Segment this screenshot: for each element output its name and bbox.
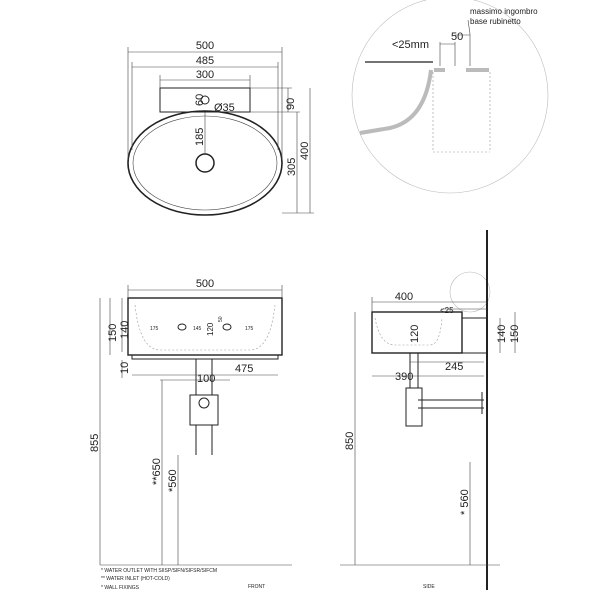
dim-850: 850 (344, 432, 356, 450)
notes: * WATER OUTLET WITH SIISP/SIFN/SIFSR/SIF… (101, 568, 217, 591)
dim-150: 150 (107, 324, 119, 342)
dim-50: 50 (218, 316, 224, 322)
note-water-outlet: * WATER OUTLET WITH SIISP/SIFN/SIFSR/SIF… (101, 568, 217, 574)
front-label: FRONT (248, 584, 265, 590)
dim-140: 140 (496, 325, 508, 343)
dim-300: 300 (196, 69, 214, 81)
basin-outline (127, 110, 283, 216)
dim-120: 120 (206, 322, 215, 336)
top-view: 500 485 300 60 Ø35 90 185 305 400 (127, 40, 314, 216)
dim-560: *560 (167, 469, 179, 492)
dim-500: 500 (196, 278, 214, 290)
note-base: base rubinetto (470, 17, 521, 26)
dim-150: 150 (509, 325, 521, 343)
note-wall-fixings: * WALL FIXINGS (101, 585, 140, 591)
dim-145: 145 (193, 326, 202, 332)
dim-175-left: 175 (150, 326, 159, 332)
dim-120: 120 (409, 325, 421, 343)
front-view: 500 175 145 120 50 175 150 140 10 475 10… (89, 278, 292, 590)
dim-25: <25 (440, 306, 454, 315)
dim-90: 90 (285, 98, 297, 110)
dim-500: 500 (196, 40, 214, 52)
side-label: SIDE (423, 584, 435, 590)
dim-560: * 560 (459, 489, 471, 515)
dim-400: 400 (395, 291, 413, 303)
detail-circle (351, 0, 549, 194)
dim-175-right: 175 (245, 326, 254, 332)
note-massimo: massimo ingombro (470, 7, 538, 16)
dim-10: 10 (119, 362, 131, 374)
side-view: 400 <25 120 140 150 245 390 850 * 560 SI… (340, 230, 521, 590)
dim-35: Ø35 (214, 102, 235, 114)
dim-245: 245 (445, 361, 463, 373)
dim-485: 485 (196, 55, 214, 67)
drain-icon (195, 153, 215, 173)
dim-650: **650 (151, 458, 163, 485)
detail-marker (449, 271, 491, 313)
dim-390: 390 (395, 371, 413, 383)
dim-475: 475 (235, 363, 253, 375)
dim-100: 100 (197, 373, 215, 385)
dim-185: 185 (194, 128, 206, 146)
dim-305: 305 (286, 158, 298, 176)
dim-140: 140 (119, 321, 131, 339)
dim-855: 855 (89, 434, 101, 452)
dim-400: 400 (299, 142, 311, 160)
tap-hole (200, 95, 210, 105)
dim-60: 60 (194, 94, 206, 106)
dim-25mm: <25mm (392, 39, 429, 51)
note-water-inlet: ** WATER INLET (HOT-COLD) (101, 576, 170, 582)
dim-50: 50 (451, 31, 463, 43)
detail-view: massimo ingombro base rubinetto 50 <25mm (351, 0, 549, 313)
